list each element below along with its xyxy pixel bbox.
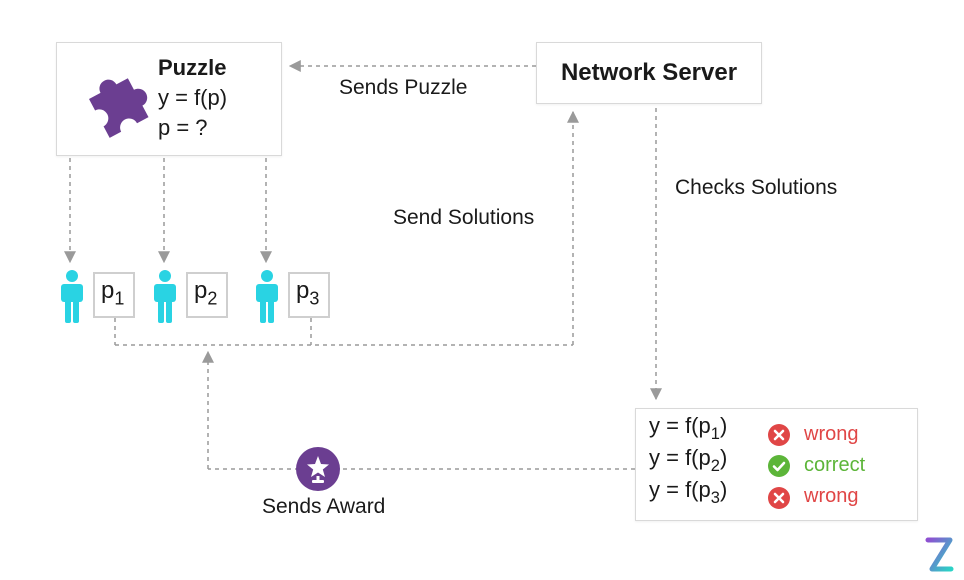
results-box: y = f(p1) wrong y = f(p2) correct y = f(…: [635, 408, 918, 521]
label-sends-puzzle: Sends Puzzle: [339, 76, 468, 99]
result-status-3: wrong: [804, 485, 859, 507]
result-status-1: wrong: [804, 423, 859, 445]
server-title: Network Server: [560, 59, 738, 86]
label-send-solutions: Send Solutions: [393, 206, 535, 229]
z-logo-icon: [925, 537, 954, 572]
participant-3-solution: p3: [288, 272, 330, 318]
person-icon: [154, 270, 176, 323]
network-server-box: Network Server: [536, 42, 762, 104]
person-icon: [256, 270, 278, 323]
result-equation-2: y = f(p2): [649, 445, 728, 475]
participant-2-solution: p2: [186, 272, 228, 318]
puzzle-equation: y = f(p): [158, 85, 228, 110]
x-circle-icon: [768, 487, 790, 509]
check-circle-icon: [768, 455, 790, 477]
star-award-icon: [296, 447, 340, 491]
participant-1-solution: p1: [93, 272, 135, 318]
puzzle-title: Puzzle: [158, 55, 227, 80]
puzzle-box: Puzzle y = f(p) p = ?: [56, 42, 282, 156]
puzzle-unknown: p = ?: [158, 115, 208, 140]
label-checks-solutions: Checks Solutions: [675, 176, 838, 199]
x-circle-icon: [768, 424, 790, 446]
result-status-2: correct: [804, 454, 866, 476]
puzzle-piece-icon: [89, 78, 149, 138]
result-equation-3: y = f(p3): [649, 477, 728, 507]
person-icon: [61, 270, 83, 323]
result-equation-1: y = f(p1): [649, 413, 728, 443]
label-sends-award: Sends Award: [262, 495, 386, 518]
